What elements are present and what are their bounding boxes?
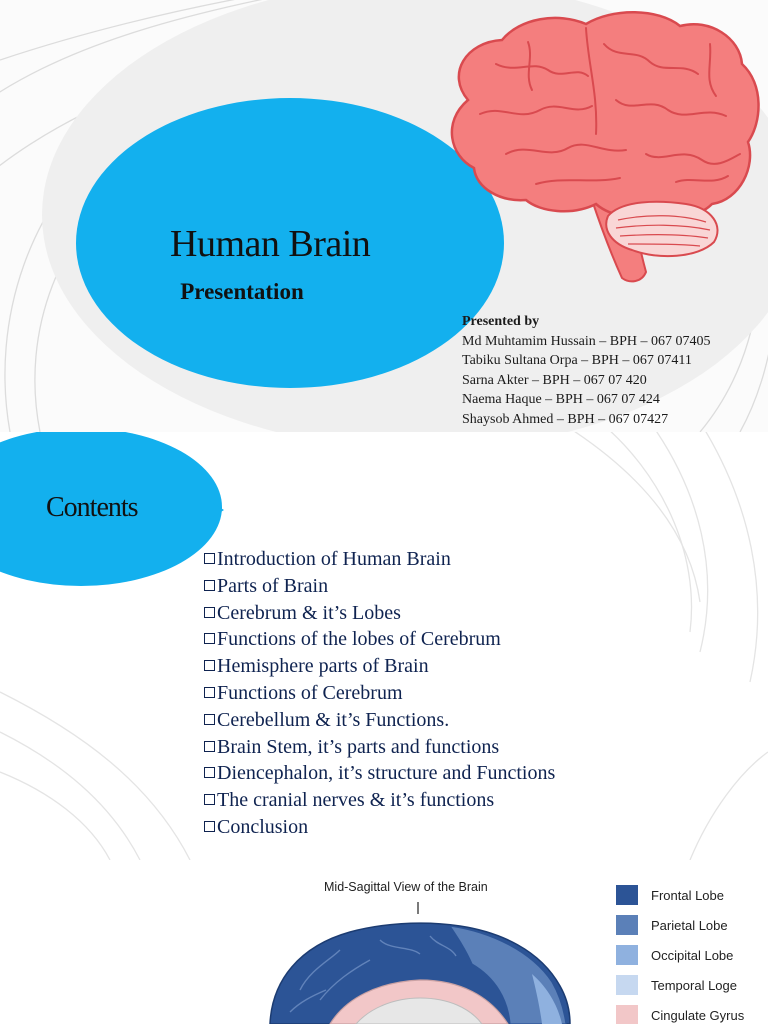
presenter-line: Md Muhtamim Hussain – BPH – 067 07405 [462, 333, 711, 349]
legend-label: Parietal Lobe [651, 917, 728, 933]
legend-swatch [616, 885, 638, 905]
contents-blob [0, 432, 222, 586]
presenter-line: Shaysob Ahmed – BPH – 067 07427 [462, 411, 669, 427]
legend-item: Frontal Lobe [616, 880, 744, 910]
presenter-line: Tabiku Sultana Orpa – BPH – 067 07411 [462, 353, 692, 368]
list-item: Conclusion [204, 814, 555, 841]
checkbox-icon [204, 633, 215, 645]
legend-item: Temporal Loge [616, 970, 744, 1000]
presentation-title: Human Brain [170, 223, 371, 265]
legend-label: Cingulate Gyrus [651, 1007, 745, 1023]
list-item: Functions of Cerebrum [204, 680, 555, 707]
checkbox-icon [204, 579, 215, 591]
list-item-label: Brain Stem, it’s parts and functions [217, 735, 500, 758]
checkbox-icon [204, 740, 215, 752]
list-item: Cerebrum & it’s Lobes [204, 600, 555, 627]
checkbox-icon [204, 606, 215, 618]
title-blob [76, 98, 504, 388]
list-item: The cranial nerves & it’s functions [204, 787, 555, 814]
list-item: Brain Stem, it’s parts and functions [204, 734, 555, 761]
checkbox-icon [204, 686, 215, 698]
diagram-title: Mid-Sagittal View of the Brain [324, 880, 488, 894]
presented-by-label: Presented by [462, 314, 540, 329]
checkbox-icon [204, 553, 215, 564]
list-item-label: Functions of Cerebrum [217, 681, 403, 704]
list-item-label: Introduction of Human Brain [217, 548, 451, 570]
list-item: Introduction of Human Brain [204, 546, 555, 573]
list-item: Parts of Brain [204, 573, 555, 600]
list-item: Diencephalon, it’s structure and Functio… [204, 760, 555, 787]
presenter-line: Naema Haque – BPH – 067 07 424 [462, 392, 660, 407]
contents-title: Contents [46, 492, 139, 523]
legend-swatch [616, 975, 638, 995]
list-item-label: Diencephalon, it’s structure and Functio… [217, 762, 556, 785]
presenter-line: Sarna Akter – BPH – 067 07 420 [462, 372, 647, 388]
list-item: Functions of the lobes of Cerebrum [204, 626, 555, 653]
contents-slide: Contents Introduction of Human Brain Par… [0, 432, 768, 860]
list-item: Hemisphere parts of Brain [204, 653, 555, 680]
brain-diagram-slide: Mid-Sagittal View of the Brain Frontal L… [0, 860, 768, 1024]
legend-label: Occipital Lobe [651, 947, 734, 963]
title-slide: Human Brain Presentation Presented by Md… [0, 0, 768, 432]
inner-brain-region [355, 997, 483, 1024]
presenters-block: Presented by Md Muhtamim Hussain – BPH –… [462, 312, 711, 429]
legend-label: Temporal Loge [651, 977, 737, 993]
list-item-label: Cerebrum & it’s Lobes [217, 601, 401, 624]
legend-swatch [616, 945, 638, 965]
legend-swatch [616, 915, 638, 935]
list-item-label: Hemisphere parts of Brain [217, 655, 429, 678]
presentation-subtitle: Presentation [180, 279, 304, 304]
background-curves [0, 432, 768, 860]
list-item: Cerebellum & it’s Functions. [204, 707, 555, 734]
contents-list: Introduction of Human Brain Parts of Bra… [204, 546, 555, 841]
list-item-label: The cranial nerves & it’s functions [217, 789, 495, 812]
list-item-label: Conclusion [217, 815, 309, 838]
legend-item: Cingulate Gyrus [616, 1000, 744, 1024]
occipital-lobe-region [532, 974, 562, 1024]
legend-item: Parietal Lobe [616, 910, 744, 940]
legend-label: Frontal Lobe [651, 887, 724, 903]
checkbox-icon [204, 660, 215, 672]
checkbox-icon [204, 713, 215, 725]
mid-sagittal-brain-diagram [269, 902, 571, 1024]
brain-icon [450, 11, 760, 283]
list-item-label: Functions of the lobes of Cerebrum [217, 628, 501, 651]
checkbox-icon [204, 767, 215, 779]
legend-swatch [616, 1005, 638, 1024]
checkbox-icon [204, 820, 215, 832]
list-item-label: Cerebellum & it’s Functions. [217, 708, 450, 731]
contents-blob-pointer [208, 500, 224, 520]
checkbox-icon [204, 794, 215, 806]
legend-item: Occipital Lobe [616, 940, 744, 970]
diagram-legend: Frontal Lobe Parietal Lobe Occipital Lob… [616, 880, 744, 1024]
list-item-label: Parts of Brain [217, 574, 329, 597]
